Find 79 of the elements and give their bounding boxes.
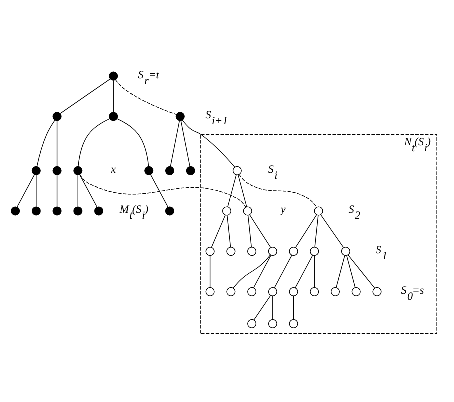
node-circle [222, 206, 232, 216]
node-circle [52, 166, 62, 175]
connector [116, 118, 150, 166]
node-circle [52, 112, 62, 121]
node-circle [226, 246, 236, 256]
node-circle [165, 166, 174, 175]
connector [238, 174, 248, 207]
connector [78, 118, 110, 166]
node-circle [352, 286, 361, 296]
connector [314, 214, 319, 248]
connector [295, 214, 318, 248]
node-circle [341, 246, 350, 256]
connector [56, 174, 58, 207]
node-circle [243, 206, 252, 216]
connector [56, 120, 58, 167]
connector [346, 255, 356, 288]
node-circle [268, 318, 278, 328]
node-circle [248, 318, 257, 328]
connector [80, 174, 98, 208]
connector [150, 174, 169, 208]
node-circle [310, 286, 320, 296]
node-circle [289, 318, 298, 328]
node-circle [11, 206, 20, 216]
connector [182, 119, 236, 168]
connector [249, 214, 272, 248]
node-circle [74, 206, 83, 216]
node-circle [32, 206, 41, 216]
connector [228, 174, 237, 207]
connector [336, 255, 346, 288]
node-circle [32, 166, 41, 175]
node-circle [176, 112, 185, 121]
connector [36, 174, 37, 207]
node-circle [248, 246, 257, 256]
node-label: y [280, 204, 286, 216]
node-circle [330, 286, 340, 296]
node-circle [289, 246, 298, 256]
connector [293, 295, 294, 320]
node-circle [289, 286, 298, 296]
connector [248, 214, 252, 248]
node-circle [226, 286, 236, 296]
node-circle [109, 71, 118, 80]
connector [295, 254, 314, 288]
node-circle [372, 286, 382, 296]
connector [233, 254, 271, 288]
connector [36, 120, 56, 167]
connector [170, 120, 180, 166]
connector [254, 294, 272, 320]
node-circle [94, 206, 104, 216]
connector [274, 254, 292, 288]
connector [80, 174, 246, 208]
node-circle [310, 246, 320, 256]
node-circle [165, 206, 174, 216]
connector [211, 214, 226, 248]
connector [239, 174, 318, 208]
node-circle [186, 166, 196, 175]
connector [115, 79, 177, 115]
connector [210, 255, 211, 288]
node-circle [206, 246, 215, 256]
connector [272, 295, 274, 320]
node-circle [314, 206, 324, 216]
connector [314, 255, 315, 288]
node-label: x [111, 163, 116, 176]
connector [113, 80, 114, 112]
node-circle [109, 112, 118, 121]
node-circle [144, 166, 154, 175]
node-circle [268, 246, 278, 256]
connector [253, 254, 272, 288]
connector [320, 214, 344, 248]
connector [227, 214, 232, 248]
connector [348, 254, 376, 288]
connector [180, 120, 190, 166]
connector [60, 78, 111, 114]
node-circle [52, 206, 62, 216]
node-circle [206, 286, 215, 296]
node-circle [232, 166, 242, 175]
node-circle [248, 286, 257, 296]
node-circle [268, 286, 278, 296]
node-circle [74, 166, 83, 175]
connector [16, 174, 35, 208]
